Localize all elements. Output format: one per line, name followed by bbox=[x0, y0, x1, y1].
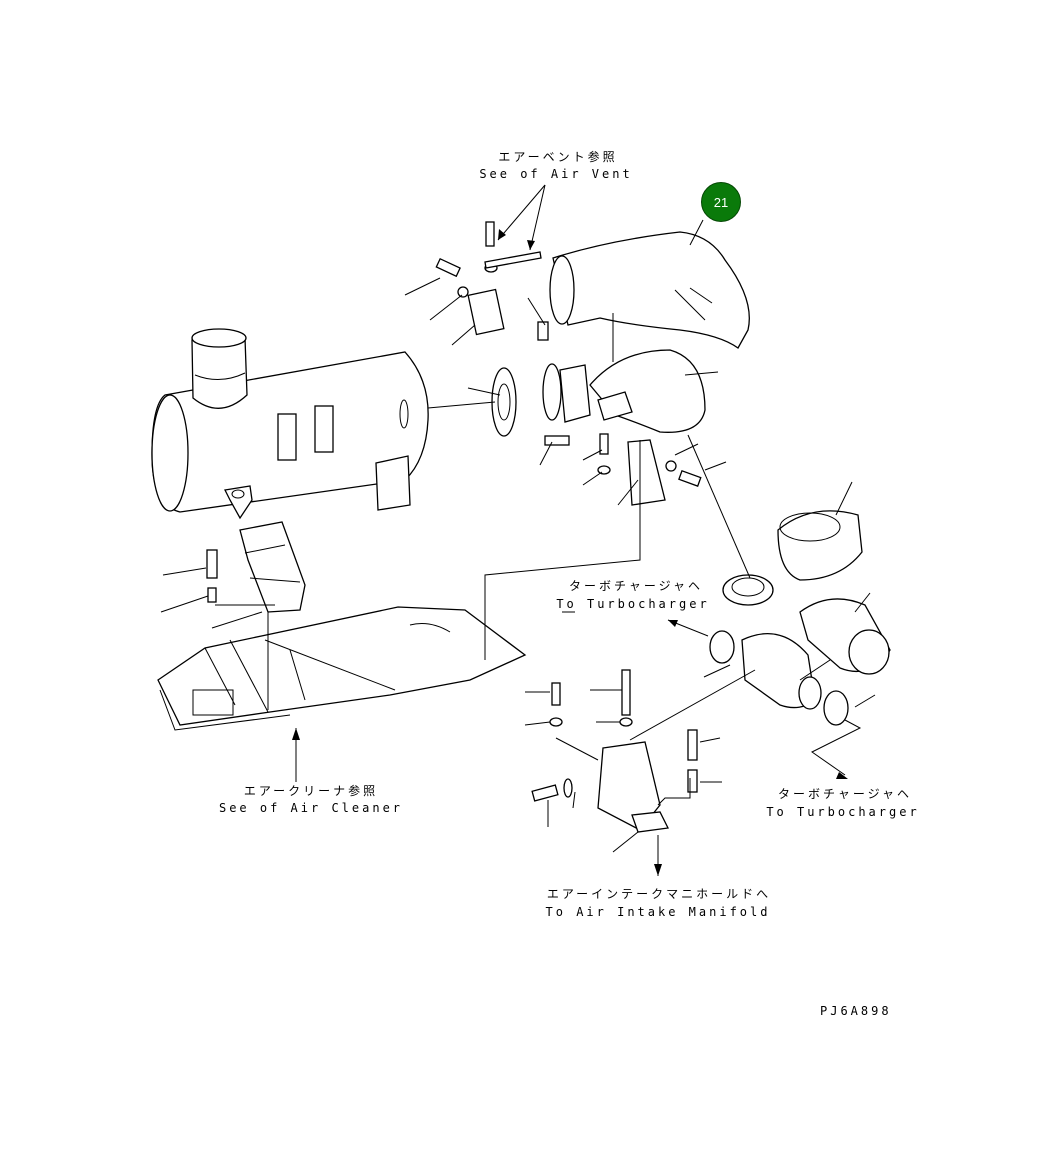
frame-plate bbox=[157, 606, 527, 731]
label-turbo2-en: To Turbocharger bbox=[766, 805, 920, 819]
turbo-connectors bbox=[709, 510, 891, 726]
label-manifold-en: To Air Intake Manifold bbox=[545, 905, 771, 919]
label-air-cleaner-jp: エアークリーナ参照 bbox=[243, 784, 379, 798]
label-air-vent-jp: エアーベント参照 bbox=[498, 150, 618, 164]
label-air-cleaner-en: See of Air Cleaner bbox=[218, 801, 404, 815]
air-cleaner bbox=[151, 328, 429, 520]
connector-pipes bbox=[467, 288, 706, 506]
label-turbo2-jp: ターボチャージャヘ bbox=[777, 787, 913, 801]
bolts bbox=[206, 221, 702, 802]
label-air-vent-en: See of Air Vent bbox=[479, 167, 633, 181]
elbow-pipe bbox=[549, 231, 750, 349]
cleaner-bracket bbox=[239, 521, 306, 613]
manifold-bracket bbox=[597, 741, 669, 833]
callout-21[interactable]: 21 bbox=[701, 182, 741, 222]
arrows bbox=[292, 184, 848, 876]
label-turbo1-en: To Turbocharger bbox=[556, 597, 710, 611]
leader-lines bbox=[160, 219, 876, 853]
label-manifold-jp: エアーインテークマニホールドへ bbox=[546, 887, 772, 901]
label-turbo1-jp: ターボチャージャヘ bbox=[568, 579, 704, 593]
drawing-code: PJ6A898 bbox=[820, 1004, 892, 1018]
